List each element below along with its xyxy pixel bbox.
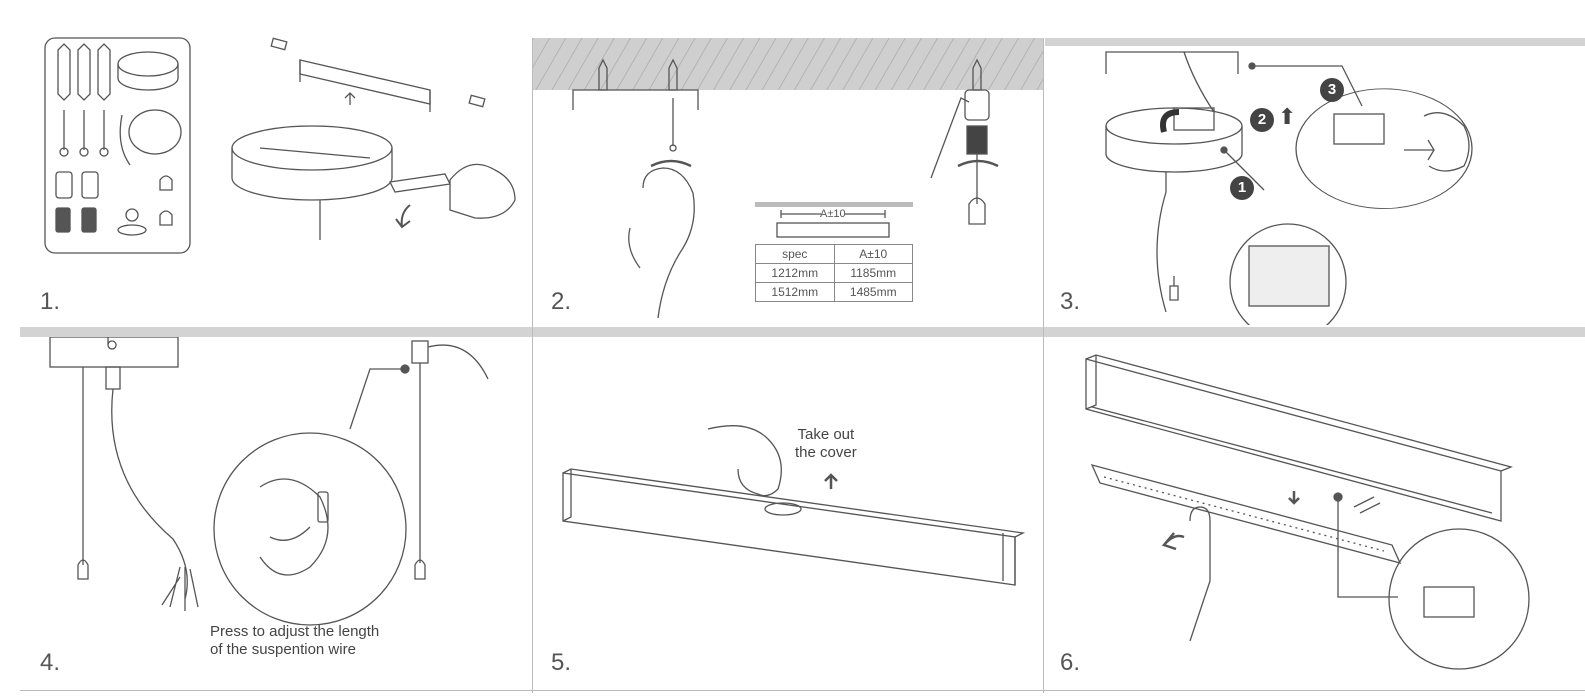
step-6-number: 6. xyxy=(1060,649,1081,676)
step-5-panel: Take out the cover 5. xyxy=(533,337,1043,689)
spec-cell: 1485mm xyxy=(833,282,913,302)
caption-line: the cover xyxy=(795,444,857,461)
step-4-number: 4. xyxy=(40,649,61,676)
step-3-badge-3: 3 xyxy=(1320,78,1344,102)
step-6-panel: 6. xyxy=(1044,337,1585,689)
step-5-number: 5. xyxy=(551,649,572,676)
column-divider-2 xyxy=(1043,38,1044,693)
step-2-panel: A±10 spec A±10 1212mm 1185mm 1512mm 1485… xyxy=(533,38,1043,325)
step-4-illustration xyxy=(49,337,489,626)
caption-line: Take out xyxy=(797,426,855,443)
caption-line: Press to adjust the length xyxy=(210,623,380,640)
step-1-panel: 1. xyxy=(20,20,532,325)
step-3-illustration xyxy=(1105,51,1473,325)
up-arrow-icon: ⬆ xyxy=(1278,104,1297,129)
step-5-illustration xyxy=(562,425,1026,586)
spec-header-cell: A±10 xyxy=(833,244,913,264)
ceiling-bar-step3 xyxy=(1045,38,1585,46)
step-4-caption: Press to adjust the length of the suspen… xyxy=(210,623,379,659)
row-divider xyxy=(20,327,1585,337)
spec-header-cell: spec xyxy=(755,244,835,264)
column-divider-1 xyxy=(532,38,533,693)
step-2-number: 2. xyxy=(551,288,572,315)
step-3-number: 3. xyxy=(1060,288,1081,315)
table-row: 1212mm 1185mm xyxy=(755,263,913,283)
caption-line: of the suspention wire xyxy=(210,641,356,658)
spec-cell: 1212mm xyxy=(755,263,835,283)
spec-cell: 1185mm xyxy=(833,263,913,283)
step-4-panel: Press to adjust the length of the suspen… xyxy=(20,337,532,689)
step-1-illustration xyxy=(44,37,516,254)
spec-table: spec A±10 1212mm 1185mm 1512mm 1485mm xyxy=(755,244,913,302)
spec-cell: 1512mm xyxy=(755,282,835,302)
step-3-badge-1: 1 xyxy=(1230,176,1254,200)
step-5-caption: Take out the cover xyxy=(795,426,857,462)
step-3-badge-2: 2 xyxy=(1250,108,1274,132)
bottom-border xyxy=(20,690,1585,691)
spec-table-header: spec A±10 xyxy=(755,244,913,264)
step-3-panel: 1 2 ⬆ 3 3. xyxy=(1044,46,1585,325)
step-1-number: 1. xyxy=(40,288,61,315)
step-6-illustration xyxy=(1085,354,1530,670)
step-2-illustration xyxy=(533,38,1043,319)
dimension-label: A±10 xyxy=(820,208,846,220)
table-row: 1512mm 1485mm xyxy=(755,282,913,302)
